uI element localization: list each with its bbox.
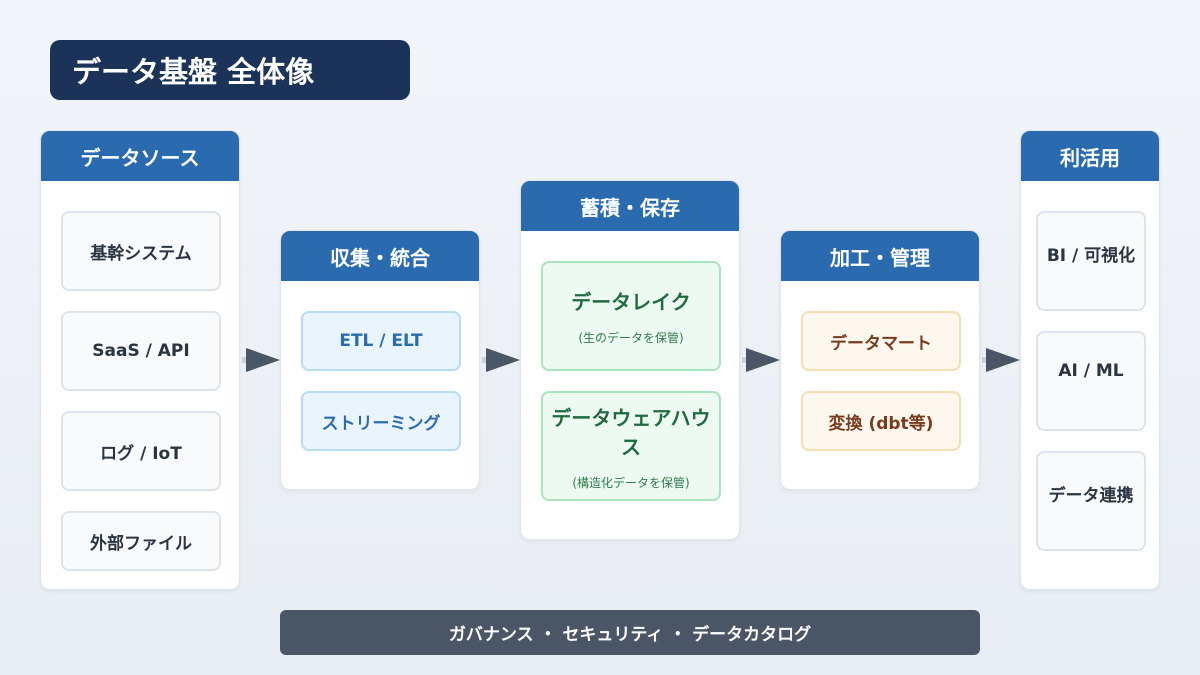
flow-arrow-icon [482,348,520,372]
stage-header: データソース [41,131,239,181]
stage-ingest: 収集・統合 ETL / ELT ストリーミング [280,230,480,490]
ingest-item: ETL / ELT [301,311,461,371]
stage-storage: 蓄積・保存 データレイク (生のデータを保管) データウェアハウス (構造化デー… [520,180,740,540]
stage-header: 加工・管理 [781,231,979,281]
flow-arrow-icon [742,348,780,372]
flow-arrow-icon [242,348,280,372]
storage-item-label: データウェアハウス [551,405,711,459]
stage-usage: 利活用 BI / 可視化 AI / ML データ連携 [1020,130,1160,590]
storage-item-label: データレイク [571,290,691,314]
storage-item-data-warehouse: データウェアハウス (構造化データを保管) [541,391,721,501]
ingest-item: ストリーミング [301,391,461,451]
storage-item-data-lake: データレイク (生のデータを保管) [541,261,721,371]
usage-item: データ連携 [1036,451,1146,551]
source-item: SaaS / API [61,311,221,391]
stage-header: 利活用 [1021,131,1159,181]
stage-data-sources: データソース 基幹システム SaaS / API ログ / IoT 外部ファイル [40,130,240,590]
source-item: ログ / IoT [61,411,221,491]
source-item: 基幹システム [61,211,221,291]
usage-item: AI / ML [1036,331,1146,431]
storage-item-note: (生のデータを保管) [578,331,684,345]
governance-bar: ガバナンス ・ セキュリティ ・ データカタログ [280,610,980,655]
processing-item: データマート [801,311,961,371]
page-title: データ基盤 全体像 [50,40,410,100]
processing-item: 変換 (dbt等) [801,391,961,451]
stage-header: 収集・統合 [281,231,479,281]
usage-item: BI / 可視化 [1036,211,1146,311]
flow-arrow-icon [982,348,1020,372]
stage-processing: 加工・管理 データマート 変換 (dbt等) [780,230,980,490]
stage-header: 蓄積・保存 [521,181,739,231]
source-item: 外部ファイル [61,511,221,571]
storage-item-note: (構造化データを保管) [572,475,690,490]
